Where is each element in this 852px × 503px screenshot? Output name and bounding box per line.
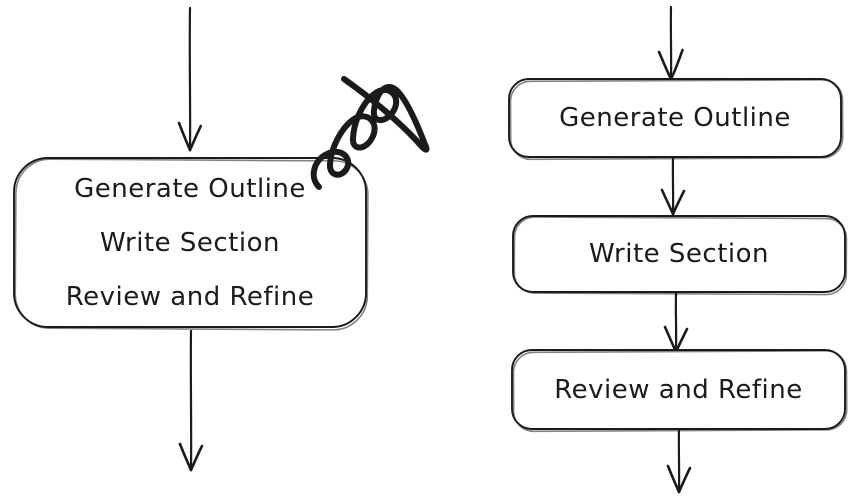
scribble-annotation-icon: [310, 76, 430, 190]
right-node-3-outline: [511, 349, 848, 433]
left-arrow-top-icon: [177, 6, 203, 152]
combined-steps-node-outline: [13, 157, 369, 331]
right-arrow-top-icon: [657, 5, 684, 81]
left-arrow-bottom-icon: [178, 329, 204, 472]
right-arrow-bottom-icon: [666, 427, 692, 494]
right-node-2-outline: [512, 215, 848, 296]
right-arrow-2-3-icon: [663, 291, 689, 354]
right-arrow-1-2-icon: [660, 156, 686, 216]
right-node-1-outline: [508, 78, 844, 161]
